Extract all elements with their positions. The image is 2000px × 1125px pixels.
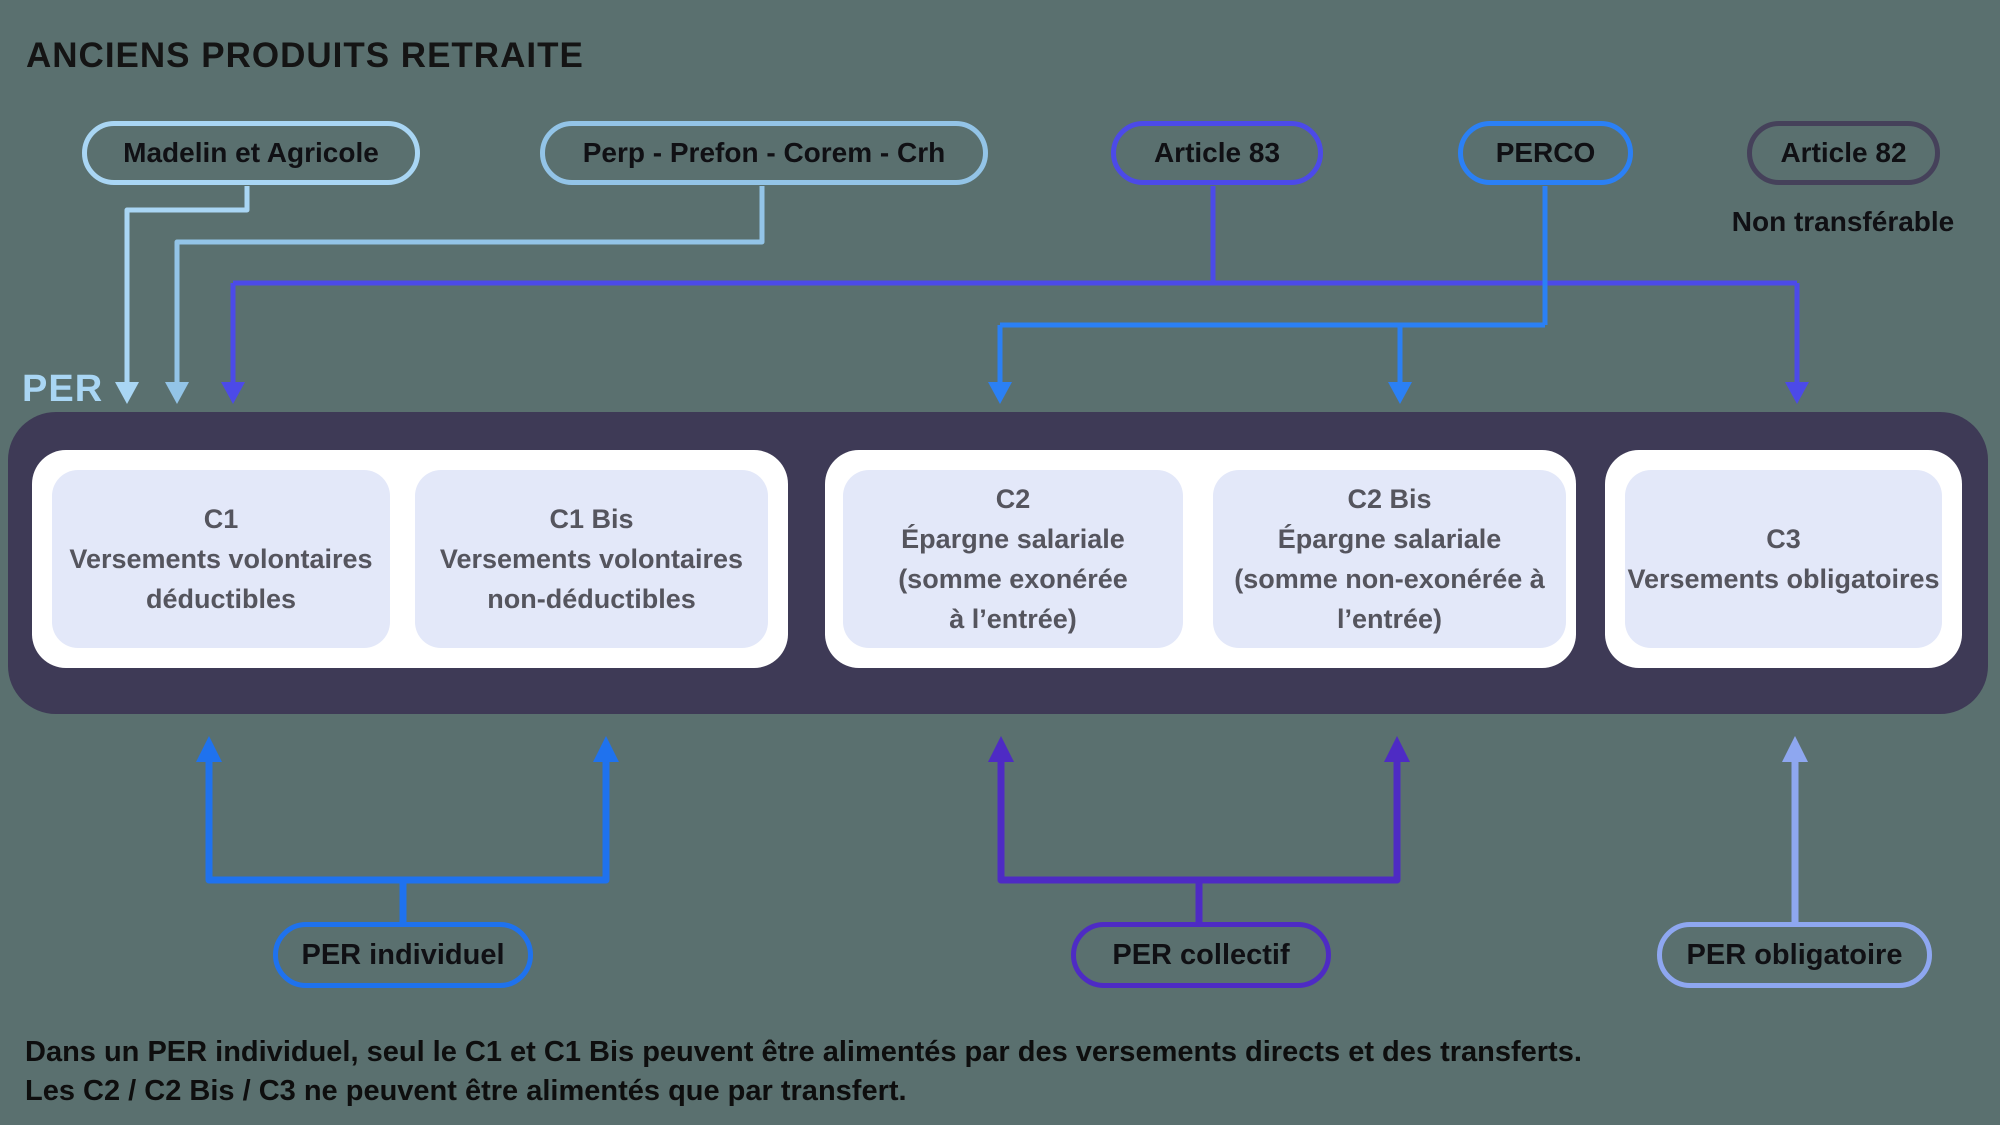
pill-article-82: Article 82	[1747, 121, 1940, 185]
compartment-c1: C1 Versements volontaires déductibles	[52, 470, 390, 648]
compartment-c2bis: C2 Bis Épargne salariale (somme non-exon…	[1213, 470, 1566, 648]
footnote-line-1: Dans un PER individuel, seul le C1 et C1…	[25, 1036, 1582, 1068]
perco-arrowhead-c2-icon	[988, 382, 1012, 404]
pill-per-individuel: PER individuel	[273, 922, 533, 988]
collectif-arrowhead-left-icon	[988, 736, 1014, 762]
perp-connector-line	[174, 186, 765, 384]
perco-arrowhead-c2bis-icon	[1388, 382, 1412, 404]
individuel-connector-line	[205, 760, 610, 924]
madelin-connector-line	[124, 186, 250, 384]
per-label: PER	[22, 368, 104, 410]
article83-connector-line	[230, 186, 1800, 384]
card-c3-group: C3 Versements obligatoires	[1605, 450, 1962, 668]
pill-per-collectif: PER collectif	[1071, 922, 1331, 988]
footnote-line-2: Les C2 / C2 Bis / C3 ne peuvent être ali…	[25, 1075, 907, 1107]
madelin-arrowhead-icon	[115, 382, 139, 404]
pill-per-obligatoire: PER obligatoire	[1657, 922, 1932, 988]
footnote: Dans un PER individuel, seul le C1 et C1…	[25, 1033, 1582, 1111]
perco-connector-line	[997, 186, 1548, 384]
individuel-arrowhead-left-icon	[196, 736, 222, 762]
pill-perp-prefon-corem-crh: Perp - Prefon - Corem - Crh	[540, 121, 988, 185]
individuel-arrowhead-right-icon	[593, 736, 619, 762]
collectif-arrowhead-right-icon	[1384, 736, 1410, 762]
pill-madelin-agricole: Madelin et Agricole	[82, 121, 420, 185]
compartment-c2: C2 Épargne salariale (somme exonérée à l…	[843, 470, 1183, 648]
collectif-connector-line	[997, 760, 1401, 924]
article-82-non-transferable-note: Non transférable	[1731, 206, 1955, 237]
pill-perco: PERCO	[1458, 121, 1633, 185]
compartment-c1bis: C1 Bis Versements volontaires non-déduct…	[415, 470, 768, 648]
card-c2-group: C2 Épargne salariale (somme exonérée à l…	[825, 450, 1576, 668]
per-container: C1 Versements volontaires déductibles C1…	[8, 412, 1988, 714]
article83-arrowhead-left-icon	[221, 382, 245, 404]
obligatoire-arrowhead-icon	[1782, 736, 1808, 762]
perp-arrowhead-icon	[165, 382, 189, 404]
card-c1-group: C1 Versements volontaires déductibles C1…	[32, 450, 788, 668]
pill-article-83: Article 83	[1111, 121, 1323, 185]
page-title: ANCIENS PRODUITS RETRAITE	[26, 36, 584, 75]
compartment-c3: C3 Versements obligatoires	[1625, 470, 1942, 648]
article83-arrowhead-right-icon	[1785, 382, 1809, 404]
